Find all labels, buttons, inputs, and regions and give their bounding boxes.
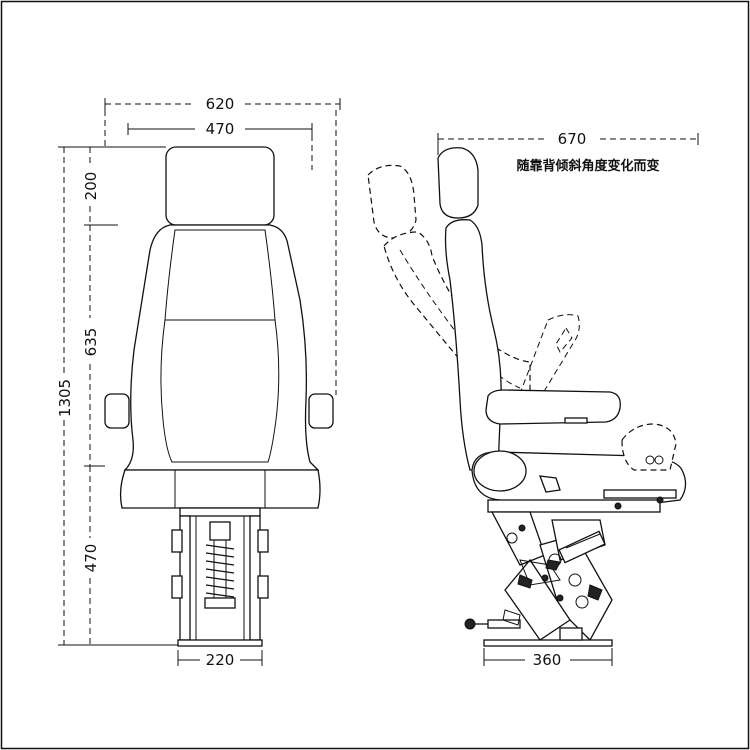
side-headrest-reclined (367, 164, 417, 239)
dim-side-depth: 670 (558, 130, 587, 148)
dim-total-height: 1305 (56, 379, 74, 417)
front-armrest-left (104, 393, 130, 429)
front-backrest (123, 224, 320, 471)
side-seat-bolster (473, 450, 527, 492)
side-armrest (485, 389, 621, 425)
front-dimensions: 620 470 200 635 470 1305 220 (56, 95, 341, 669)
front-seat-cushion (119, 469, 321, 509)
dim-front-width-back: 470 (206, 120, 235, 138)
front-suspension (171, 507, 269, 647)
front-lumbar-panel (160, 319, 280, 463)
side-seat-pan (487, 499, 661, 513)
side-suspension (464, 511, 613, 647)
recline-note: 随靠背倾斜角度变化而变 (516, 158, 659, 174)
dim-front-width-overall: 620 (206, 95, 235, 113)
front-armrest-right (308, 393, 334, 429)
side-view (367, 147, 687, 647)
dim-side-base-width: 360 (533, 651, 562, 669)
side-headrest (437, 147, 479, 219)
front-view (104, 146, 334, 647)
side-dimensions: 670 随靠背倾斜角度变化而变 360 (437, 130, 699, 669)
dim-front-base-width: 220 (206, 651, 235, 669)
dim-base-height: 470 (82, 544, 100, 573)
dim-headrest-height: 200 (82, 172, 100, 201)
front-headrest (165, 146, 275, 226)
dim-backrest-height: 635 (82, 328, 100, 357)
side-legrest (621, 423, 677, 471)
